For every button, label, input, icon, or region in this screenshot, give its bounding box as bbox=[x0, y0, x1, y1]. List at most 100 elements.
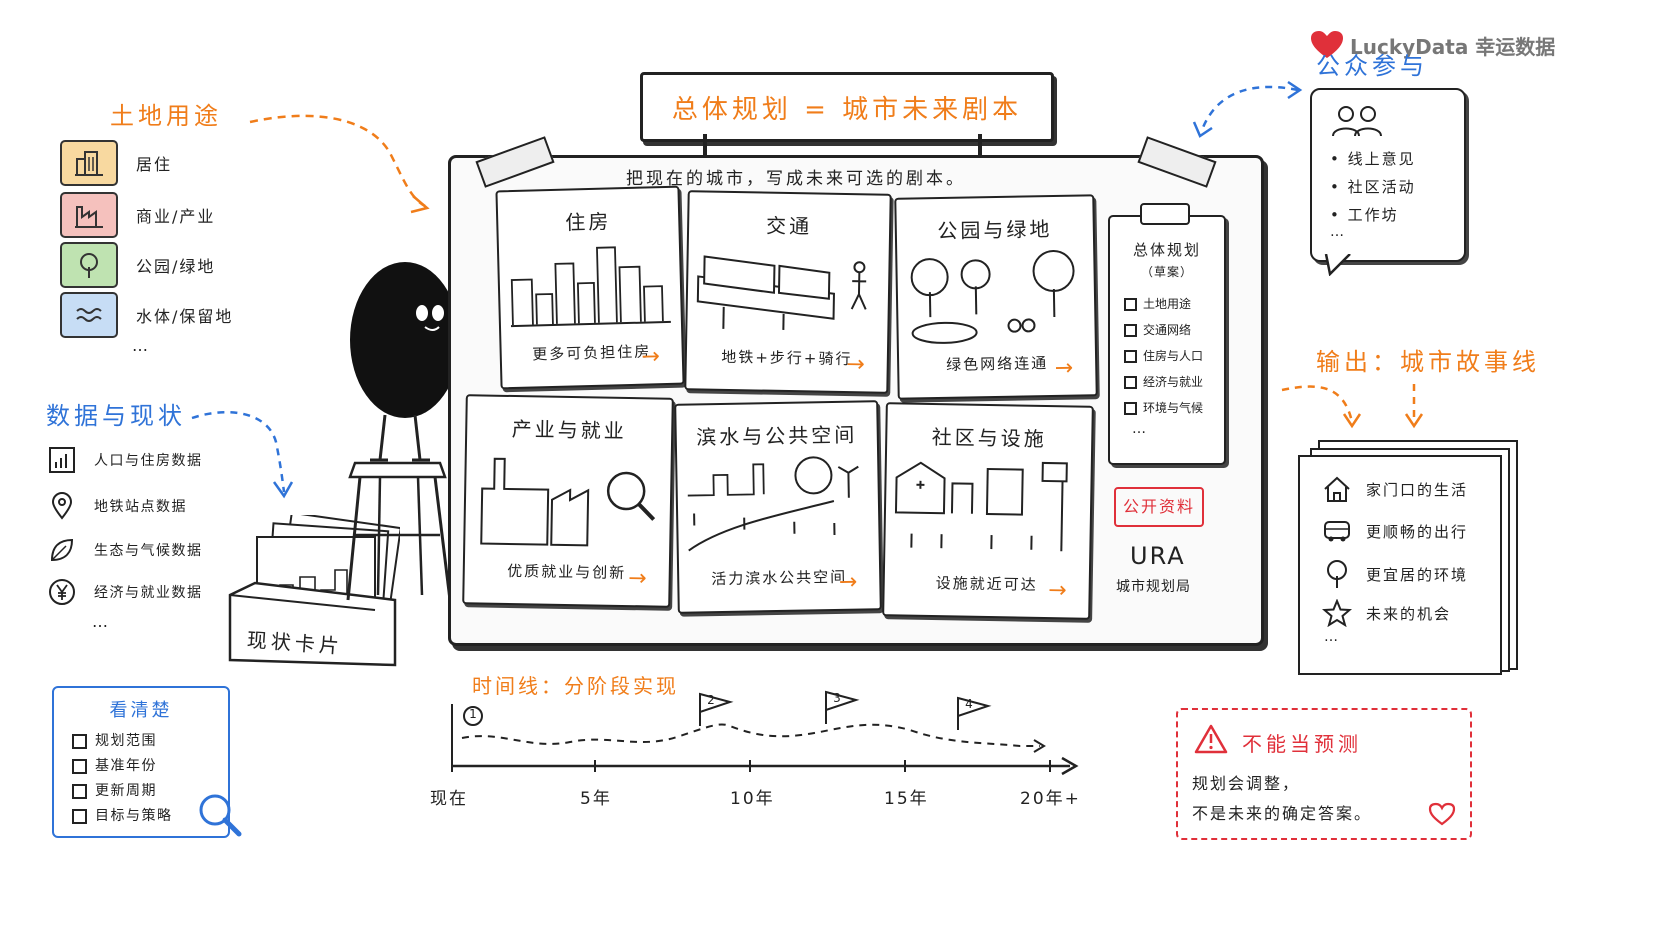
checkbox-icon bbox=[72, 808, 87, 824]
panel-waterfront[interactable]: 滨水与公共空间 活力滨水公共空间 → bbox=[674, 400, 882, 614]
building-icon bbox=[75, 151, 103, 176]
data-item-economy: 经济与就业数据 bbox=[48, 578, 203, 606]
output-item-environment: 更宜居的环境 bbox=[1322, 559, 1468, 589]
people-icon bbox=[1332, 106, 1382, 137]
checkbox-icon bbox=[72, 758, 87, 774]
checkbox-icon bbox=[1124, 402, 1137, 415]
legend-more: … bbox=[132, 336, 148, 355]
checkbox-icon bbox=[1124, 376, 1137, 389]
arrow-right-icon: → bbox=[1054, 355, 1074, 381]
panel-transport[interactable]: 交通 地铁+步行+骑行 → bbox=[684, 190, 892, 394]
land-use-arrow bbox=[249, 114, 430, 214]
clarify-item: 更新周期 bbox=[72, 780, 157, 800]
bus-icon bbox=[1324, 521, 1350, 542]
panel-housing[interactable]: 住房 更多可负担住房 → bbox=[495, 185, 685, 390]
data-item-label: 人口与住房数据 bbox=[94, 453, 203, 469]
clarify-item: 基准年份 bbox=[72, 755, 157, 775]
panel-parks[interactable]: 公园与绿地 绿色网络连通 → bbox=[894, 194, 1098, 400]
clarify-item: 规划范围 bbox=[72, 730, 157, 750]
milestone-3: 3 bbox=[833, 691, 841, 705]
legend-label: 水体/保留地 bbox=[136, 307, 234, 326]
leaf-icon bbox=[50, 538, 74, 562]
legend-label: 商业/产业 bbox=[136, 207, 216, 226]
warning-line: 规划会调整， bbox=[1192, 774, 1301, 793]
status-cards-illustration bbox=[228, 515, 400, 667]
clipboard-subtitle: （草案） bbox=[1140, 265, 1193, 279]
participation-item: • 线上意见 bbox=[1330, 150, 1416, 168]
checkbox-icon bbox=[72, 783, 87, 799]
arrow-right-icon: → bbox=[838, 569, 858, 595]
industry-illustration bbox=[480, 457, 656, 547]
checkbox-icon bbox=[1124, 324, 1137, 337]
org-abbrev: URA bbox=[1130, 542, 1186, 570]
timeline-graphic bbox=[451, 690, 1079, 776]
water-icon bbox=[76, 308, 102, 322]
public-stamp: 公开资料 bbox=[1114, 487, 1204, 527]
checkbox-icon bbox=[1124, 298, 1137, 311]
data-more: … bbox=[92, 612, 108, 631]
arrow-right-icon: → bbox=[641, 344, 661, 370]
data-status-list: 人口与住房数据 地铁站点数据 生态与气候数据 经济与就业数据 … bbox=[48, 446, 268, 636]
park-illustration bbox=[910, 249, 1075, 344]
milestone-1: 1 bbox=[469, 707, 477, 721]
legend-commercial: 商业/产业 bbox=[60, 192, 215, 238]
data-status-arrow bbox=[191, 411, 294, 499]
data-item-ecology: 生态与气候数据 bbox=[48, 536, 203, 564]
panel-community[interactable]: 社区与设施 设施就近可达 → bbox=[882, 402, 1094, 620]
output-cards: 家门口的生活 更顺畅的出行 更宜居的环境 未来的机会 … bbox=[1298, 455, 1502, 675]
house-icon bbox=[1324, 476, 1350, 502]
participation-more: … bbox=[1330, 224, 1344, 240]
warning-box: 不能当预测 规划会调整， 不是未来的确定答案。 bbox=[1176, 708, 1472, 840]
housing-illustration bbox=[510, 246, 671, 328]
clipboard-item: 住房与人口 bbox=[1124, 347, 1203, 364]
checkbox-icon bbox=[72, 733, 87, 749]
header-sign-text: 总体规划 = 城市未来剧本 bbox=[671, 95, 1023, 125]
brand-logo: LuckyData 幸运数据 bbox=[1310, 30, 1555, 60]
legend-water: 水体/保留地 bbox=[60, 292, 233, 338]
participation-item: • 工作坊 bbox=[1330, 206, 1399, 224]
clarify-title: 看清楚 bbox=[109, 700, 173, 721]
bubble-tail bbox=[1324, 254, 1351, 276]
yen-icon bbox=[49, 579, 75, 605]
panel-industry[interactable]: 产业与就业 优质就业与创新 → bbox=[462, 394, 674, 608]
legend-label: 公园/绿地 bbox=[136, 257, 216, 276]
community-illustration bbox=[894, 461, 1068, 552]
waterfront-illustration bbox=[687, 456, 859, 552]
timeline-tick-label: 现在 bbox=[430, 789, 468, 809]
arrow-right-icon: → bbox=[846, 352, 865, 378]
timeline-tick-label: 5年 bbox=[580, 789, 612, 809]
data-item-label: 经济与就业数据 bbox=[94, 585, 203, 601]
participation-bubble: • 线上意见 • 社区活动 • 工作坊 … bbox=[1310, 88, 1466, 262]
warning-icon bbox=[1194, 724, 1228, 754]
milestone-2: 2 bbox=[707, 693, 715, 707]
milestone-4: 4 bbox=[965, 697, 973, 711]
clipboard-item: 经济与就业 bbox=[1124, 373, 1203, 390]
heart-logo-icon bbox=[1311, 31, 1343, 58]
star-icon bbox=[1322, 599, 1352, 627]
tree-icon bbox=[1327, 560, 1347, 588]
board-subtitle: 把现在的城市，写成未来可选的剧本。 bbox=[626, 169, 966, 189]
metro-illustration bbox=[696, 255, 867, 330]
clipboard-item: 土地用途 bbox=[1124, 295, 1191, 312]
participation-arrow bbox=[1192, 80, 1303, 138]
clarify-item: 目标与策略 bbox=[72, 805, 173, 825]
checkbox-icon bbox=[1124, 350, 1137, 363]
land-use-title: 土地用途 bbox=[110, 102, 222, 130]
timeline-title: 时间线：分阶段实现 bbox=[472, 674, 679, 698]
output-arrows bbox=[1281, 384, 1424, 429]
timeline-tick-label: 15年 bbox=[884, 789, 929, 809]
arrow-right-icon: → bbox=[627, 566, 647, 592]
legend-residential: 居住 bbox=[60, 140, 172, 186]
clipboard-item: 环境与气候 bbox=[1124, 399, 1203, 416]
header-sign: 总体规划 = 城市未来剧本 bbox=[640, 72, 1054, 142]
clipboard-clip-icon bbox=[1140, 203, 1190, 225]
tree-icon bbox=[80, 253, 98, 278]
magnifier-icon bbox=[199, 794, 242, 837]
pin-icon bbox=[51, 492, 73, 520]
data-item-label: 生态与气候数据 bbox=[94, 543, 203, 559]
data-status-title: 数据与现状 bbox=[46, 402, 186, 430]
heart-icon bbox=[1428, 802, 1456, 826]
clipboard-more: … bbox=[1132, 421, 1146, 437]
arrow-right-icon: → bbox=[1047, 578, 1067, 604]
participation-title: 公众参与 bbox=[1316, 52, 1428, 80]
